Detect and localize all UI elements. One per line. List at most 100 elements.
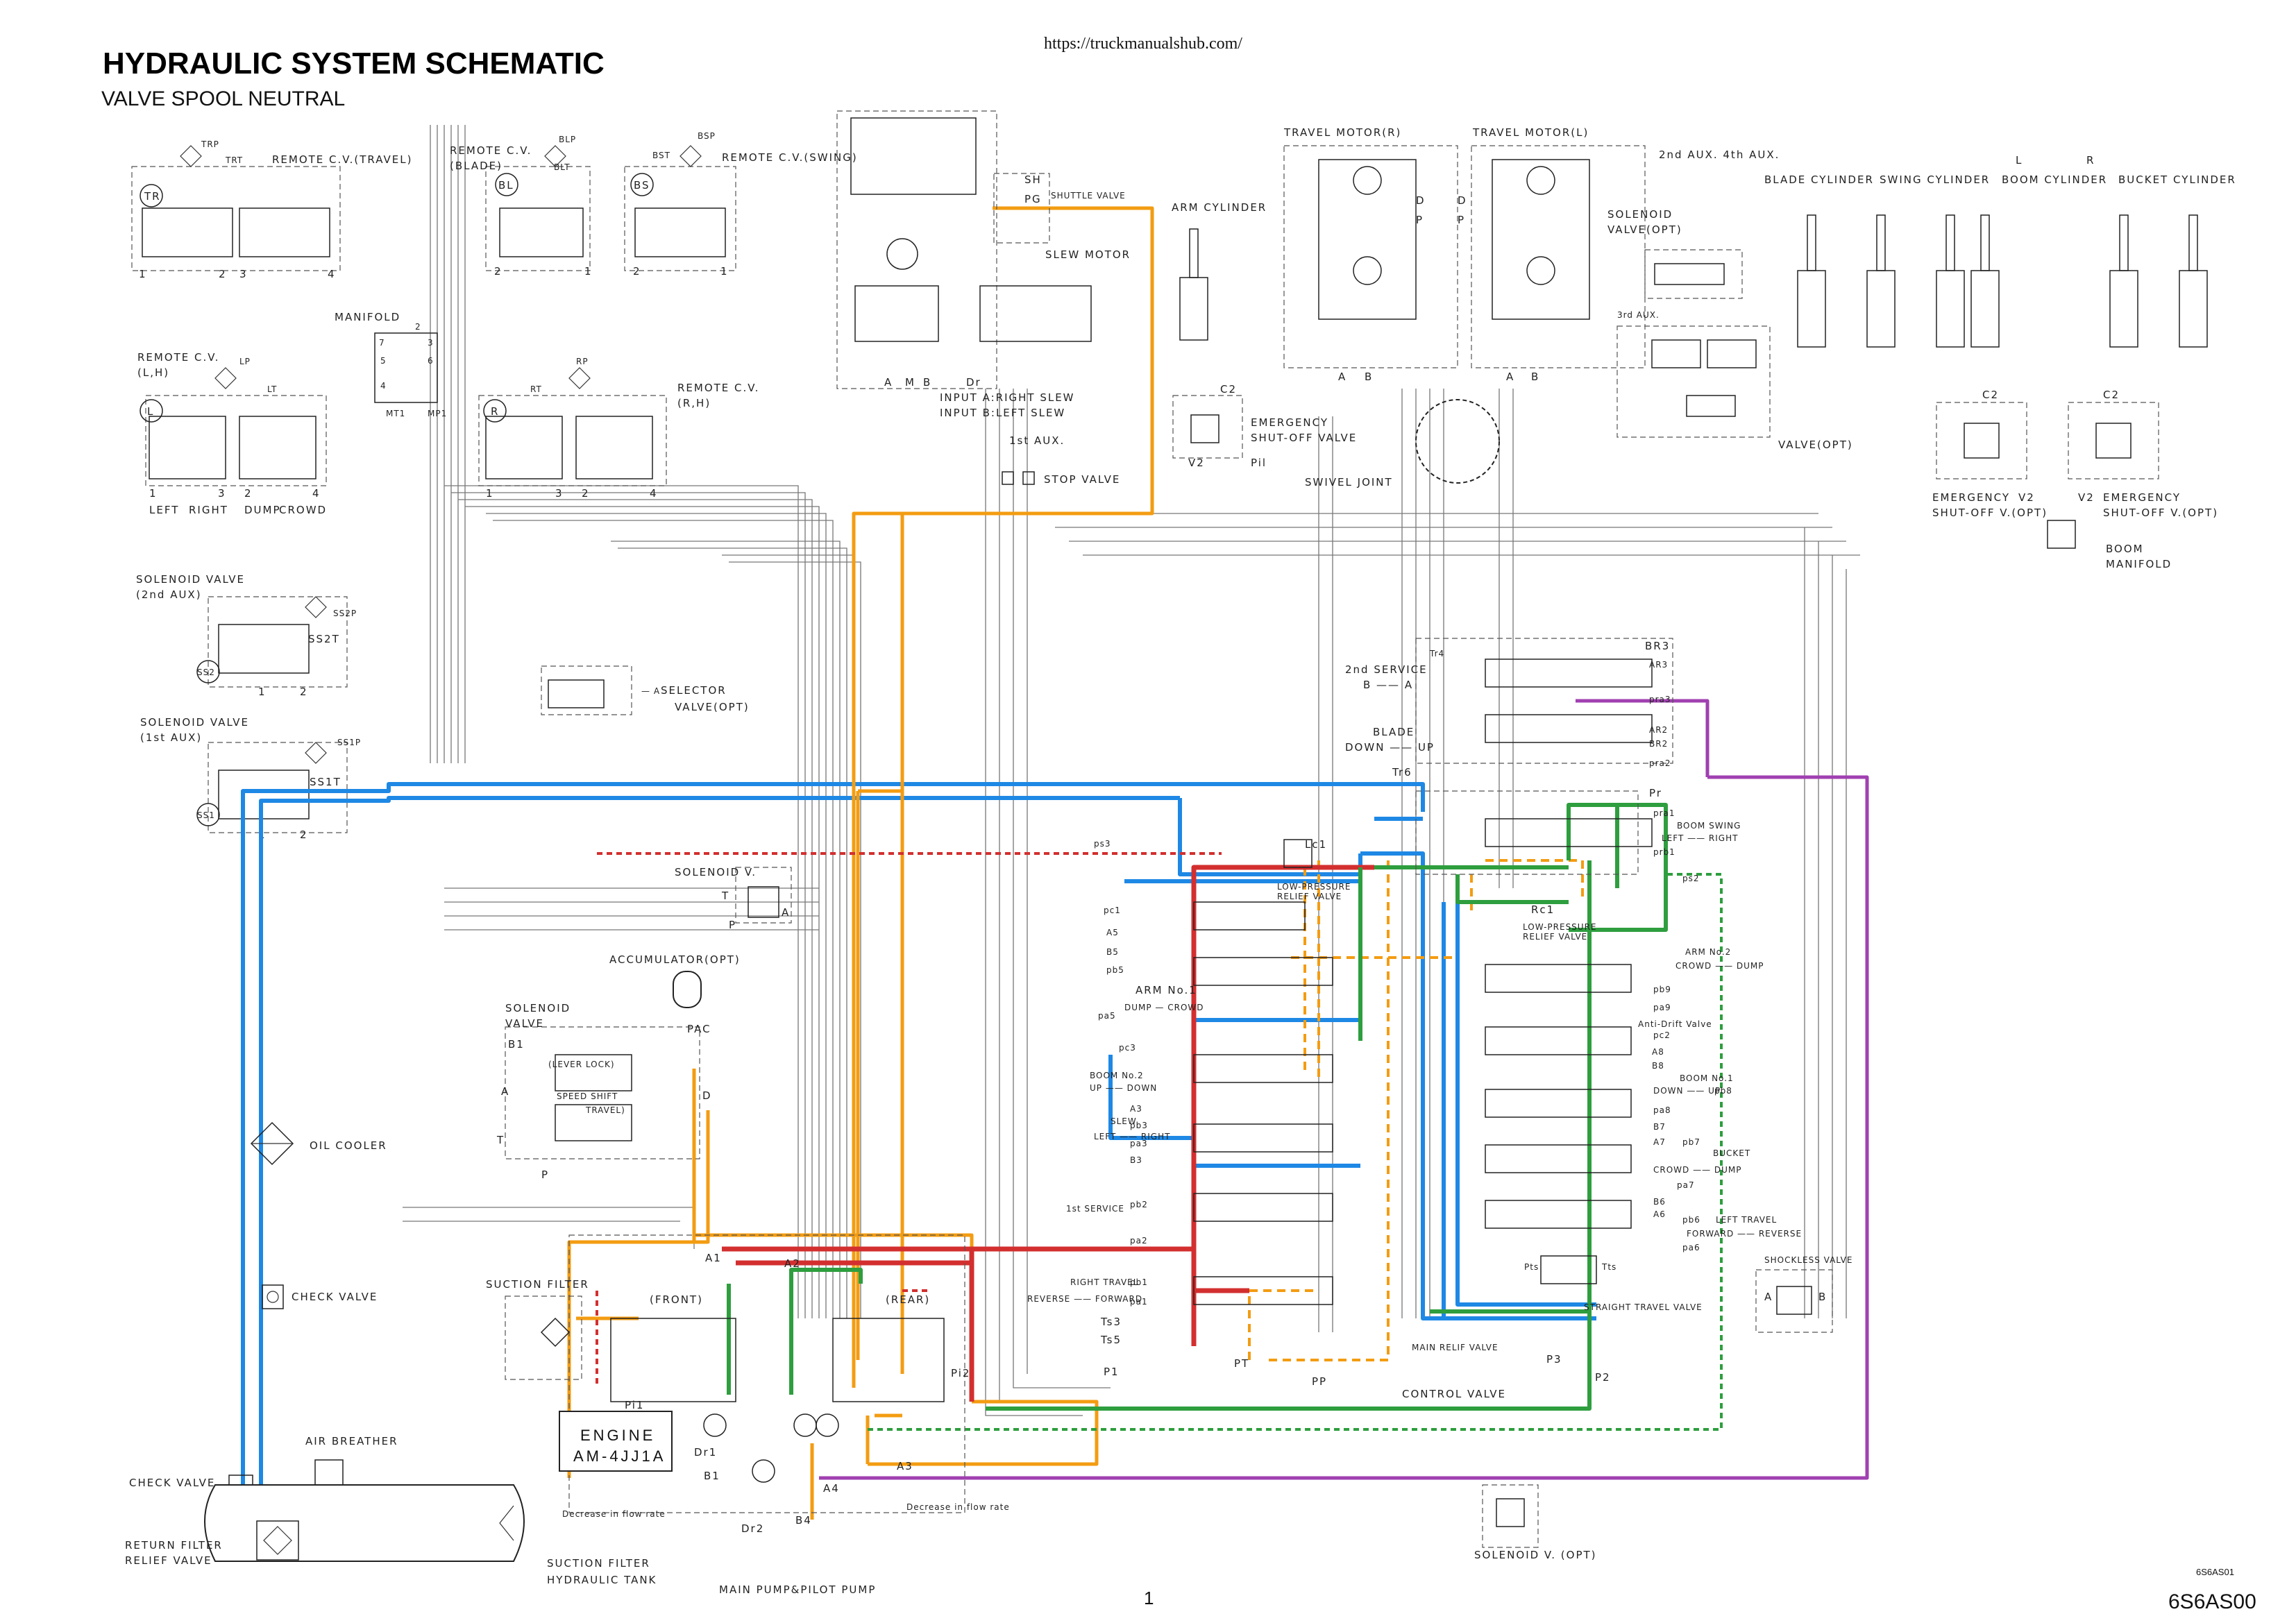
- svg-text:EMERGENCY: EMERGENCY: [1251, 416, 1328, 429]
- svg-text:pb9: pb9: [1653, 985, 1671, 994]
- svg-text:SS1: SS1: [197, 810, 215, 820]
- emergency-shutoff-valve: C2 EMERGENCY SHUT-OFF VALVE V2 Pil: [1172, 383, 1356, 469]
- svg-text:P: P: [729, 919, 736, 931]
- svg-text:1st AUX.: 1st AUX.: [1009, 434, 1065, 447]
- svg-text:A5: A5: [1106, 928, 1119, 937]
- svg-text:prb1: prb1: [1653, 847, 1675, 857]
- svg-text:pb2: pb2: [1130, 1200, 1148, 1209]
- svg-text:Anti-Drift Valve: Anti-Drift Valve: [1638, 1019, 1712, 1029]
- svg-text:Dr: Dr: [966, 376, 981, 389]
- check-valve[interactable]: CHECK VALVE: [262, 1284, 378, 1309]
- svg-text:Pts: Pts: [1524, 1262, 1539, 1272]
- svg-text:B: B: [1818, 1291, 1827, 1303]
- svg-text:ARM No.2: ARM No.2: [1685, 947, 1731, 957]
- oil-cooler[interactable]: OIL COOLER: [250, 1121, 387, 1166]
- svg-text:CHECK VALVE: CHECK VALVE: [129, 1477, 215, 1489]
- svg-text:ARM No.1: ARM No.1: [1136, 984, 1197, 996]
- hydraulic-tank-label: HYDRAULIC TANK: [547, 1574, 657, 1586]
- main-pump: (FRONT) (REAR) A1 A2 Pi1 Pi2 Dr1 Dr2 B1 …: [568, 1234, 969, 1596]
- svg-text:LOW-PRESSURE: LOW-PRESSURE: [1277, 882, 1351, 892]
- svg-text:1: 1: [258, 686, 267, 698]
- svg-text:1: 1: [720, 265, 729, 278]
- svg-text:Pil: Pil: [1251, 457, 1267, 469]
- svg-text:VALVE: VALVE: [505, 1017, 544, 1030]
- svg-text:L: L: [147, 405, 154, 418]
- svg-text:4: 4: [650, 487, 658, 500]
- svg-text:SS1T: SS1T: [310, 776, 341, 788]
- svg-text:B8: B8: [1652, 1061, 1664, 1071]
- svg-text:SS2P: SS2P: [333, 609, 357, 618]
- svg-text:5: 5: [380, 356, 387, 366]
- svg-text:2: 2: [415, 322, 421, 332]
- svg-text:pa1: pa1: [1130, 1297, 1148, 1307]
- svg-text:T: T: [721, 890, 729, 902]
- svg-text:A: A: [1506, 371, 1514, 383]
- svg-text:3: 3: [555, 487, 564, 500]
- pump-lines-red: [722, 865, 1374, 1402]
- svg-text:V2: V2: [2078, 491, 2095, 504]
- svg-text:2: 2: [219, 268, 227, 280]
- air-breather[interactable]: AIR BREATHER: [305, 1435, 398, 1493]
- drawing-code: 6S6AS00: [2168, 1590, 2256, 1613]
- svg-text:VALVE(OPT): VALVE(OPT): [1778, 439, 1853, 451]
- svg-text:BOOM No.2: BOOM No.2: [1090, 1071, 1144, 1080]
- svg-text:C2: C2: [2103, 389, 2120, 401]
- svg-text:P2: P2: [1595, 1371, 1611, 1384]
- svg-text:SOLENOID VALVE: SOLENOID VALVE: [140, 716, 249, 729]
- svg-text:LT: LT: [267, 384, 277, 394]
- svg-text:CHECK VALVE: CHECK VALVE: [292, 1291, 378, 1303]
- svg-text:B1: B1: [508, 1038, 525, 1051]
- svg-text:2nd AUX. 4th AUX.: 2nd AUX. 4th AUX.: [1659, 148, 1780, 161]
- svg-text:B5: B5: [1106, 947, 1119, 957]
- svg-text:VALVE(OPT): VALVE(OPT): [1607, 223, 1682, 236]
- return-filter[interactable]: RETURN FILTER RELIEF VALVE: [125, 1520, 299, 1567]
- svg-text:UP —— DOWN: UP —— DOWN: [1090, 1083, 1157, 1093]
- svg-text:SLEW: SLEW: [1111, 1116, 1137, 1126]
- svg-text:RELIEF VALVE: RELIEF VALVE: [1277, 892, 1342, 901]
- svg-text:A4: A4: [823, 1482, 840, 1495]
- svg-text:SOLENOID VALVE: SOLENOID VALVE: [136, 573, 245, 586]
- svg-text:RT: RT: [530, 384, 542, 394]
- svg-text:TRT: TRT: [225, 155, 243, 165]
- svg-text:1: 1: [139, 268, 147, 280]
- svg-text:RELIEF VALVE: RELIEF VALVE: [125, 1554, 212, 1567]
- svg-text:BSP: BSP: [698, 131, 716, 141]
- svg-text:Lc1: Lc1: [1305, 838, 1327, 851]
- svg-text:SLEW MOTOR: SLEW MOTOR: [1045, 248, 1131, 261]
- svg-text:ENGINE: ENGINE: [580, 1427, 655, 1444]
- svg-text:SWING CYLINDER: SWING CYLINDER: [1880, 173, 1990, 186]
- svg-text:DOWN —— UP: DOWN —— UP: [1345, 741, 1435, 754]
- return-lines-blue: [241, 782, 1596, 1499]
- suction-filter-label-top: SUCTION FILTER: [486, 1278, 589, 1291]
- svg-text:BLADE: BLADE: [1373, 726, 1415, 738]
- svg-text:B6: B6: [1653, 1197, 1666, 1207]
- solenoid-valve-2nd-aux: SS2 SOLENOID VALVE (2nd AUX) SS2P SS2T 1…: [136, 573, 357, 698]
- svg-text:V2: V2: [2018, 491, 2035, 504]
- svg-text:SWIVEL JOINT: SWIVEL JOINT: [1305, 476, 1393, 488]
- svg-text:DUMP: DUMP: [244, 504, 281, 516]
- svg-text:Ts5: Ts5: [1100, 1334, 1122, 1346]
- svg-text:3: 3: [218, 487, 226, 500]
- svg-text:B —— A: B —— A: [1363, 679, 1413, 691]
- pump-lines-red-dashed: [596, 852, 1222, 1388]
- source-url[interactable]: https://truckmanualshub.com/: [1044, 35, 1242, 53]
- page-subtitle: VALVE SPOOL NEUTRAL: [101, 87, 345, 110]
- flow-note-2: Decrease in flow rate: [906, 1502, 1010, 1512]
- travel-motor-right: TRAVEL MOTOR(R) D P A B: [1283, 126, 1458, 383]
- svg-text:pc1: pc1: [1104, 906, 1121, 915]
- svg-text:A3: A3: [897, 1460, 913, 1472]
- svg-text:MT1: MT1: [386, 409, 405, 418]
- svg-text:RIGHT TRAVEL: RIGHT TRAVEL: [1070, 1277, 1138, 1287]
- svg-text:Dr1: Dr1: [694, 1446, 717, 1459]
- svg-text:pra3: pra3: [1649, 695, 1671, 704]
- svg-text:pc2: pc2: [1653, 1030, 1671, 1040]
- svg-text:LEFT: LEFT: [149, 504, 179, 516]
- drain-lines-purple: [819, 699, 1869, 1480]
- svg-text:P: P: [541, 1169, 549, 1181]
- svg-text:AR2: AR2: [1649, 725, 1668, 735]
- svg-text:LEFT TRAVEL: LEFT TRAVEL: [1716, 1215, 1777, 1225]
- svg-text:CROWD —— DUMP: CROWD —— DUMP: [1675, 961, 1764, 971]
- svg-text:Tts: Tts: [1601, 1262, 1617, 1272]
- svg-text:B1: B1: [704, 1470, 720, 1482]
- svg-text:B: B: [923, 376, 931, 389]
